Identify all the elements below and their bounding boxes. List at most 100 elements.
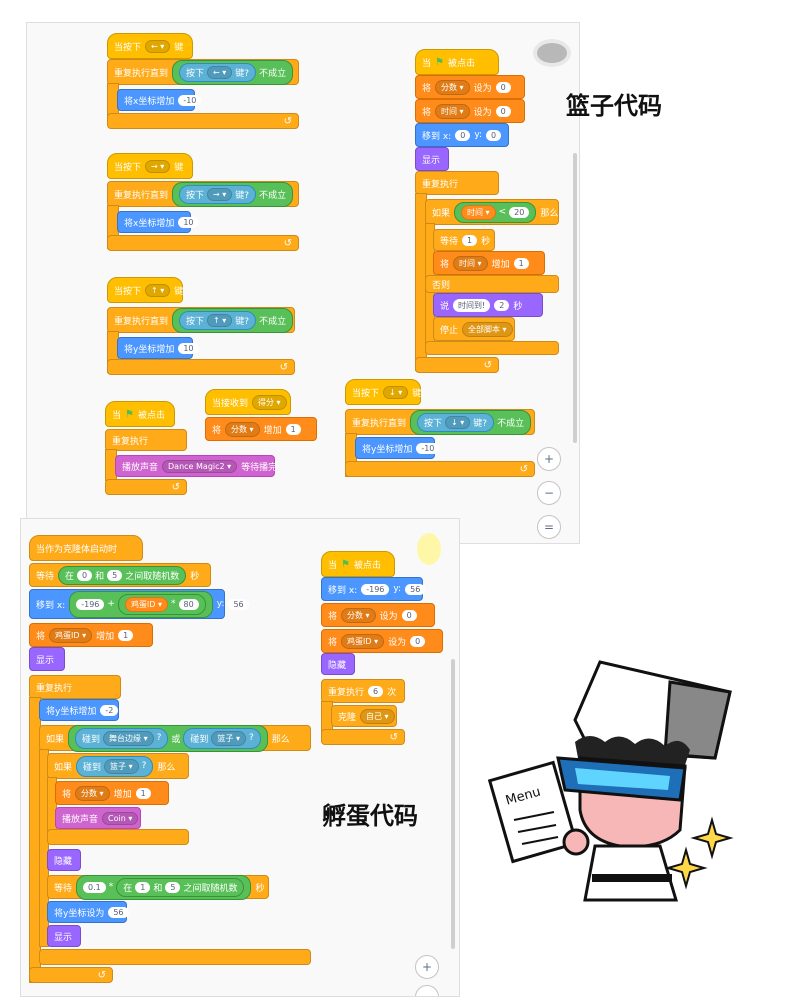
set-value[interactable]: 0: [495, 105, 511, 117]
repeat-until-block[interactable]: 重复执行直到 按下 ↓ 键? 不成立: [345, 409, 535, 435]
set-variable-block[interactable]: 将 分数 设为 0: [415, 75, 525, 99]
change-y-block[interactable]: 将y坐标增加 10: [117, 337, 199, 359]
change-value[interactable]: 1: [135, 787, 151, 799]
change-y-value[interactable]: -10: [416, 442, 440, 454]
set-value[interactable]: 0: [495, 81, 511, 93]
zoom-in-icon[interactable]: +: [537, 447, 561, 471]
set-value[interactable]: 0: [410, 635, 426, 647]
sprite-thumbnail-icon[interactable]: [533, 39, 571, 67]
press-key-dropdown[interactable]: ↓: [445, 415, 471, 429]
stop-block[interactable]: 停止 全部脚本: [433, 317, 515, 341]
key-dropdown[interactable]: ↓: [383, 385, 409, 399]
zoom-out-icon[interactable]: −: [415, 985, 439, 996]
wait-value[interactable]: 1: [462, 234, 478, 246]
or-operator[interactable]: 碰到 舞台边缘 ? 或 碰到 篮子 ?: [68, 724, 268, 752]
forever-block[interactable]: 重复执行: [415, 171, 499, 195]
when-key-pressed-hat[interactable]: 当按下 ↑ 键: [107, 277, 183, 303]
zoom-in-icon[interactable]: +: [415, 955, 439, 979]
repeat-until-block[interactable]: 重复执行直到 按下 ↑ 键? 不成立: [107, 307, 295, 333]
time-variable-reporter[interactable]: 时间: [461, 204, 496, 220]
when-start-as-clone-hat[interactable]: 当作为克隆体启动时: [29, 535, 143, 561]
change-variable-block[interactable]: 将 时间 增加 1: [433, 251, 545, 275]
change-value[interactable]: 1: [285, 423, 301, 435]
when-flag-clicked-hat[interactable]: 当 ⚑ 被点击: [105, 401, 175, 427]
add-operator[interactable]: -196 + 鸡蛋ID * 80: [69, 590, 213, 618]
key-dropdown[interactable]: ←: [145, 39, 171, 53]
go-to-xy-block[interactable]: 移到 x: -196 + 鸡蛋ID * 80 y: 56: [29, 589, 249, 619]
key-pressed-sensing[interactable]: 按下 ← 键?: [179, 62, 257, 82]
key-pressed-sensing[interactable]: 按下 ↑ 键?: [179, 310, 257, 330]
forever-block[interactable]: 重复执行: [105, 429, 187, 451]
key-pressed-sensing[interactable]: 按下 → 键?: [179, 184, 257, 204]
variable-dropdown[interactable]: 分数: [341, 607, 376, 623]
change-y-block[interactable]: 将y坐标增加 -2: [39, 699, 119, 721]
if-block[interactable]: 如果 碰到 舞台边缘 ? 或 碰到 篮子 ? 那么: [39, 724, 311, 752]
set-variable-block[interactable]: 将 鸡蛋ID 设为 0: [321, 629, 443, 653]
variable-dropdown[interactable]: 分数: [75, 785, 110, 801]
show-block[interactable]: 显示: [47, 925, 81, 947]
when-receive-hat[interactable]: 当接收到 得分: [205, 389, 291, 415]
when-key-pressed-hat[interactable]: 当按下 ← 键: [107, 33, 193, 59]
change-value[interactable]: 1: [513, 257, 529, 269]
repeat-block[interactable]: 重复执行 6 次: [321, 679, 405, 703]
change-y-block[interactable]: 将y坐标增加 -10: [355, 437, 440, 459]
egg-sprite-thumbnail-icon[interactable]: [417, 533, 441, 565]
touching-target-dropdown[interactable]: 篮子: [211, 730, 246, 746]
change-value[interactable]: 1: [118, 629, 134, 641]
say-secs-input[interactable]: 2: [494, 299, 510, 311]
set-y-block[interactable]: 将y坐标设为 56: [47, 901, 129, 923]
wait-random-block[interactable]: 等待 在 0 和 5 之间取随机数 秒: [29, 563, 211, 587]
set-value[interactable]: 0: [401, 609, 417, 621]
touching-sensing[interactable]: 碰到 舞台边缘 ?: [75, 727, 169, 749]
wait-multiplier[interactable]: 0.1: [83, 881, 106, 893]
less-than-operator[interactable]: 时间 < 20: [454, 201, 537, 223]
variable-dropdown[interactable]: 鸡蛋ID: [49, 627, 93, 643]
random-operator[interactable]: 在 0 和 5 之间取随机数: [58, 565, 187, 585]
vertical-scrollbar[interactable]: [573, 153, 577, 443]
go-to-xy-block[interactable]: 移到 x: 0 y: 0: [415, 123, 509, 147]
touching-target-dropdown[interactable]: 篮子: [104, 758, 139, 774]
change-x-block[interactable]: 将x坐标增加 -10: [117, 89, 202, 111]
repeat-until-block[interactable]: 重复执行直到 按下 → 键? 不成立: [107, 181, 299, 207]
change-x-value[interactable]: -10: [178, 94, 202, 106]
key-dropdown[interactable]: ↑: [145, 283, 171, 297]
variable-dropdown[interactable]: 时间: [453, 255, 488, 271]
touching-target-dropdown[interactable]: 舞台边缘: [103, 730, 154, 746]
egg-id-reporter[interactable]: 鸡蛋ID: [124, 596, 169, 612]
when-key-pressed-hat[interactable]: 当按下 → 键: [107, 153, 193, 179]
multiply-operator[interactable]: 0.1 * 在 1 和 5 之间取随机数: [76, 874, 252, 900]
set-y-value[interactable]: 56: [108, 906, 129, 918]
variable-dropdown[interactable]: 分数: [435, 79, 470, 95]
if-block[interactable]: 如果 碰到 篮子 ? 那么: [47, 753, 189, 779]
variable-dropdown[interactable]: 鸡蛋ID: [341, 633, 385, 649]
press-key-dropdown[interactable]: ↑: [207, 313, 233, 327]
repeat-until-block[interactable]: 重复执行直到 按下 ← 键? 不成立: [107, 59, 299, 85]
show-block[interactable]: 显示: [415, 147, 449, 171]
when-key-pressed-hat[interactable]: 当按下 ↓ 键: [345, 379, 421, 405]
press-key-dropdown[interactable]: ←: [207, 65, 233, 79]
goto-x-value[interactable]: 0: [455, 129, 471, 141]
touching-sensing[interactable]: 碰到 篮子 ?: [76, 755, 154, 777]
variable-dropdown[interactable]: 分数: [225, 421, 260, 437]
repeat-count[interactable]: 6: [368, 685, 384, 697]
create-clone-block[interactable]: 克隆 自己: [331, 705, 397, 727]
change-y-value[interactable]: -2: [100, 704, 119, 716]
goto-x-value[interactable]: -196: [361, 583, 390, 595]
change-y-value[interactable]: 10: [178, 342, 199, 354]
not-operator[interactable]: 按下 ↓ 键? 不成立: [410, 409, 532, 435]
zoom-out-icon[interactable]: −: [537, 481, 561, 505]
not-operator[interactable]: 按下 → 键? 不成立: [172, 181, 294, 207]
press-key-dropdown[interactable]: →: [207, 187, 233, 201]
goto-y-value[interactable]: 0: [486, 129, 502, 141]
if-else-block[interactable]: 如果 时间 < 20 那么: [425, 199, 559, 225]
sound-dropdown[interactable]: Dance Magic2: [162, 459, 238, 473]
vertical-scrollbar[interactable]: [451, 659, 455, 949]
clone-target-dropdown[interactable]: 自己: [360, 708, 395, 724]
say-for-secs-block[interactable]: 说 时间到! 2 秒: [433, 293, 543, 317]
variable-dropdown[interactable]: 时间: [435, 103, 470, 119]
change-x-block[interactable]: 将x坐标增加 10: [117, 211, 199, 233]
stop-option-dropdown[interactable]: 全部脚本: [462, 321, 513, 337]
show-block[interactable]: 显示: [29, 647, 65, 671]
key-dropdown[interactable]: →: [145, 159, 171, 173]
change-x-value[interactable]: 10: [178, 216, 199, 228]
